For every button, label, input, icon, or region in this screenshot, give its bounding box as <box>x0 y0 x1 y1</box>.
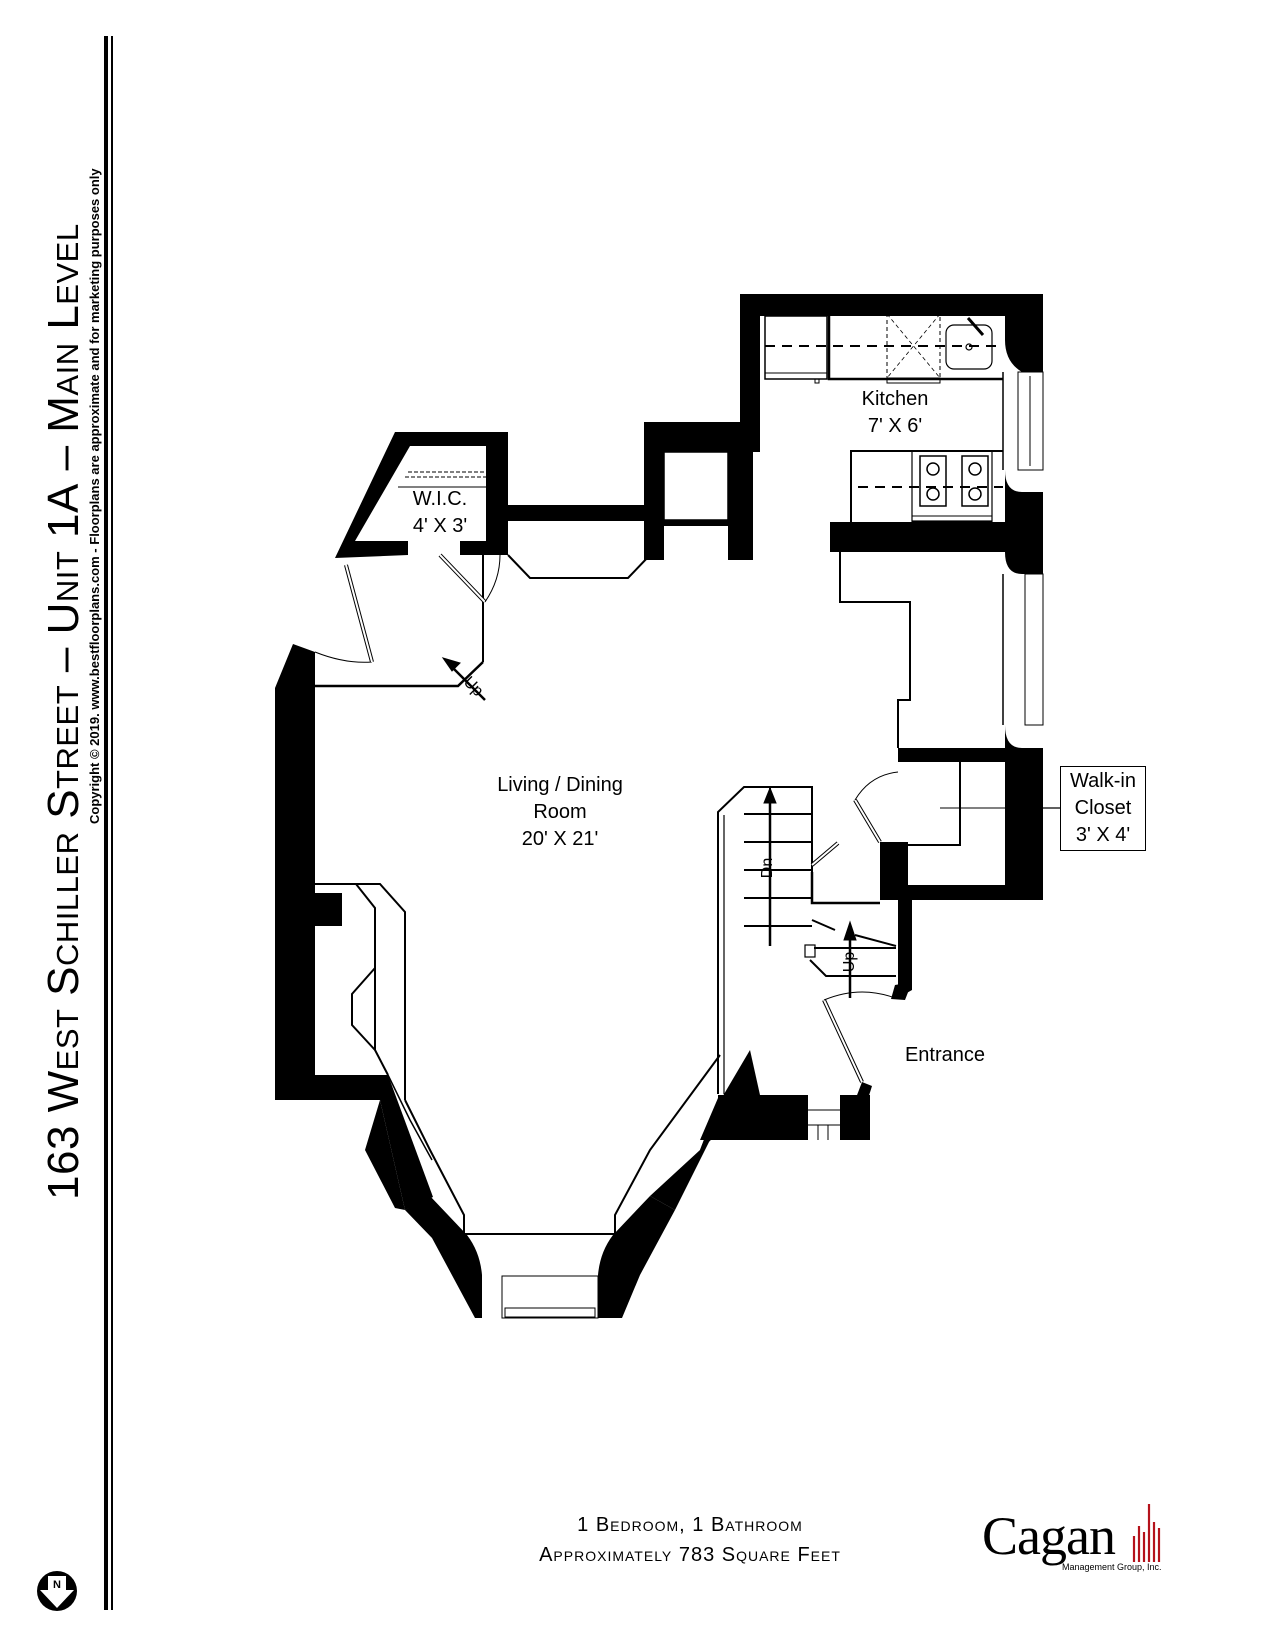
walkin-name-2: Closet <box>1074 797 1132 819</box>
wic-dims: 4' X 3' <box>412 515 468 537</box>
area-line: Approximately 783 Square Feet <box>539 1544 841 1566</box>
kitchen-walls <box>740 294 1043 424</box>
border-rule-thin <box>111 36 113 1610</box>
unit-summary: 1 Bedroom, 1 Bathroom Approximately 783 … <box>500 1510 880 1570</box>
living-left-wall <box>275 644 380 1100</box>
wic-label: W.I.C. 4' X 3' <box>395 486 485 540</box>
walkin-name: Walk-in <box>1070 770 1136 792</box>
living-dims: 20' X 21' <box>521 828 599 850</box>
living-name-2: Room <box>533 801 587 823</box>
walkin-closet-label: Walk-in Closet 3' X 4' <box>1060 766 1146 851</box>
walkin-dims: 3' X 4' <box>1075 824 1131 846</box>
bay-left-wall <box>380 1075 433 1210</box>
kitchen-name: Kitchen <box>861 388 929 410</box>
bay-right-wall <box>598 1196 675 1318</box>
stair-down-label: Dn <box>759 858 776 878</box>
logo-wordmark: Cagan <box>982 1506 1116 1566</box>
burners <box>919 455 989 507</box>
bedrooms-line: 1 Bedroom, 1 Bathroom <box>577 1514 803 1536</box>
logo-subtitle: Management Group, Inc. <box>1062 1562 1162 1572</box>
stair-up-label: Up <box>841 952 858 973</box>
walkin-closet-wall <box>908 725 1043 900</box>
logo-bars-icon <box>1132 1504 1161 1562</box>
living-name: Living / Dining <box>497 774 623 796</box>
fridge <box>764 315 828 380</box>
fireplace <box>315 883 406 1100</box>
bay-window <box>501 1275 599 1319</box>
stair-outline <box>717 786 813 1094</box>
kitchen-bottom-wall <box>830 522 1025 552</box>
north-arrow-icon: N <box>37 1571 77 1611</box>
cagan-logo: Cagan Management Group, Inc. <box>982 1500 1202 1580</box>
kitchen-dims: 7' X 6' <box>867 415 923 437</box>
entrance-label: Entrance <box>904 1044 986 1066</box>
kitchen-label: Kitchen 7' X 6' <box>840 386 950 440</box>
hall-pillar <box>880 842 908 900</box>
wic-name: W.I.C. <box>412 488 468 510</box>
living-label: Living / Dining Room 20' X 21' <box>470 772 650 853</box>
compass-label: N <box>53 1579 61 1591</box>
corridor-wall <box>508 505 644 521</box>
border-rule-thick <box>104 36 108 1610</box>
